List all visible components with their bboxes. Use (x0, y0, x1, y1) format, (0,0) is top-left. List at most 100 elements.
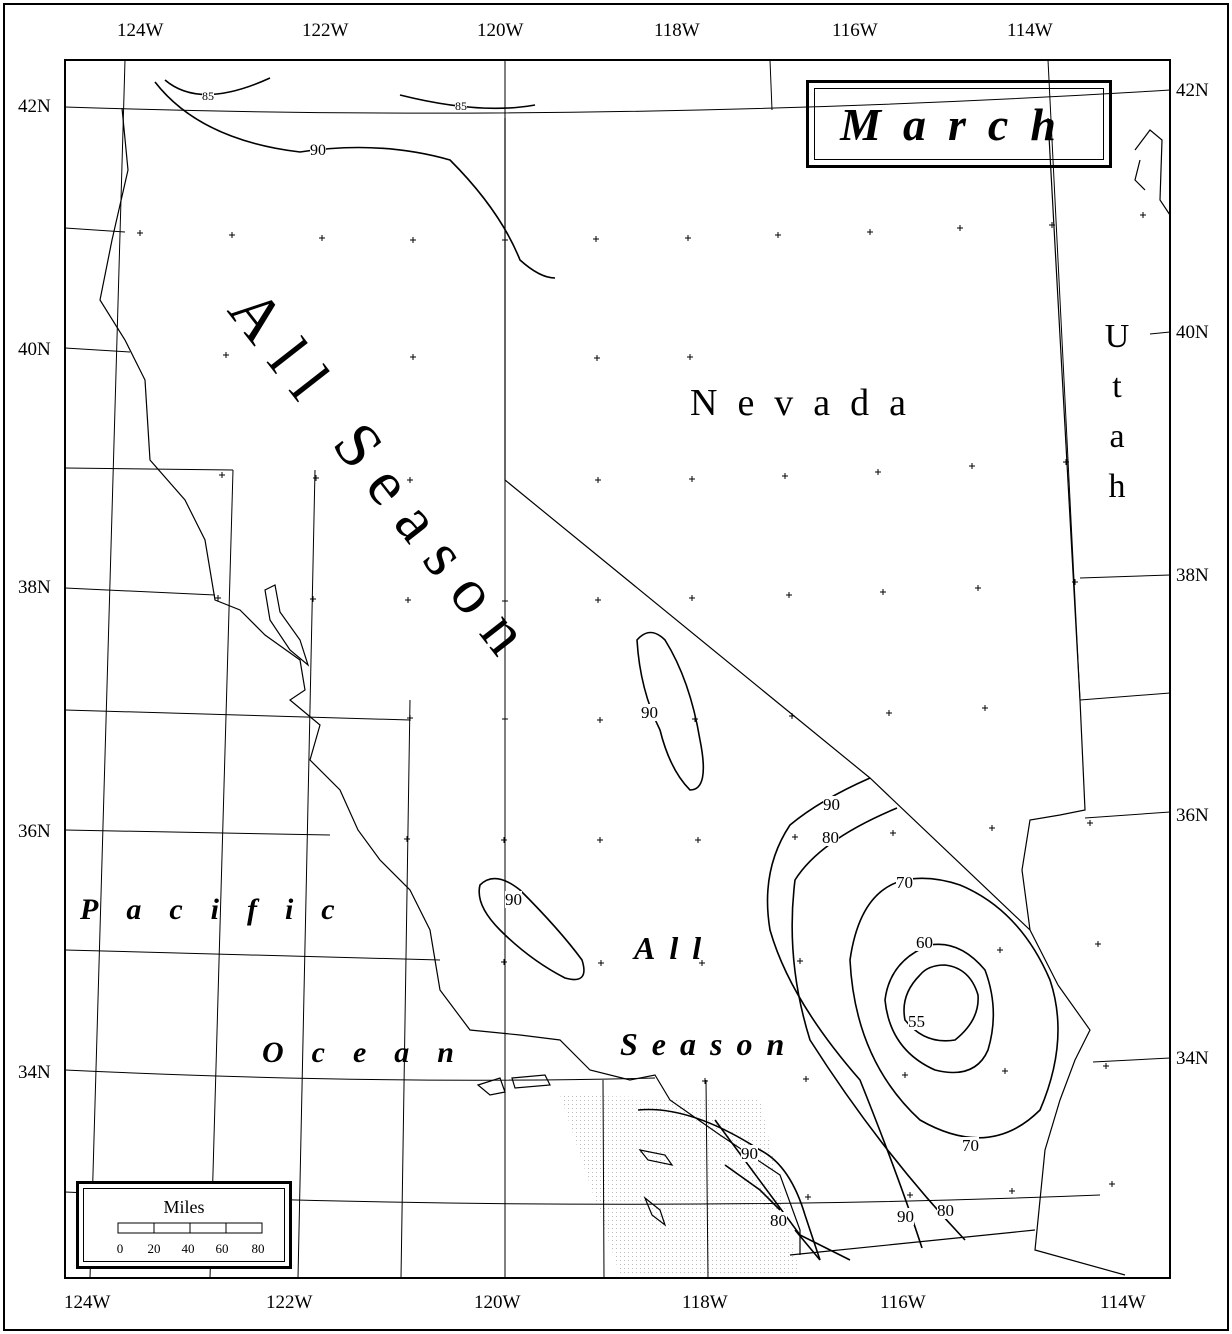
grid-marker (410, 237, 416, 243)
lat-right-36: 36N (1176, 805, 1209, 826)
grid-marker (797, 958, 803, 964)
lon-top-120: 120W (477, 20, 524, 41)
contour-label: 90 (641, 703, 658, 722)
contour-label: 85 (202, 89, 214, 103)
lon-top-118: 118W (654, 20, 700, 41)
grid-marker (702, 1078, 708, 1084)
scale-tick: 0 (116, 1241, 124, 1256)
region-label-utah: U t a h (1097, 312, 1137, 512)
lon-bottom-122: 122W (266, 1292, 313, 1313)
grid-marker (969, 463, 975, 469)
title-box: March (806, 80, 1112, 168)
grid-marker (502, 716, 508, 722)
lat-left-34: 34N (18, 1062, 51, 1083)
contour-label: 80 (937, 1201, 954, 1220)
grid-marker (1103, 1063, 1109, 1069)
grid-marker (1109, 1181, 1115, 1187)
grid-marker (1049, 222, 1055, 228)
region-label-pacific: Pacific (80, 893, 363, 926)
grid-plus-markers (137, 212, 1146, 1200)
utah-letter: U (1104, 318, 1130, 355)
lon-bottom-114: 114W (1100, 1292, 1146, 1313)
contour-label: 90 (823, 795, 840, 814)
grid-marker (982, 705, 988, 711)
lon-bottom-124: 124W (64, 1292, 111, 1313)
grid-marker (695, 837, 701, 843)
scale-title: Miles (163, 1197, 205, 1217)
grid-marker (313, 475, 319, 481)
contour-label: 70 (962, 1136, 979, 1155)
grid-marker (692, 716, 698, 722)
map-title: March (814, 88, 1104, 160)
lon-bottom-120: 120W (474, 1292, 521, 1313)
grid-marker (410, 354, 416, 360)
grid-marker (689, 595, 695, 601)
grid-marker (687, 354, 693, 360)
grid-marker (803, 1076, 809, 1082)
grid-marker (502, 598, 508, 604)
grid-marker (786, 592, 792, 598)
grid-marker (229, 232, 235, 238)
grid-marker (310, 596, 316, 602)
lat-left-42: 42N (18, 96, 51, 117)
contour-label: 80 (770, 1211, 787, 1230)
grid-marker (595, 597, 601, 603)
grid-marker (957, 225, 963, 231)
season-label-south: Season (620, 1026, 799, 1062)
grid-marker (215, 595, 221, 601)
grid-marker (805, 1194, 811, 1200)
grid-marker (405, 597, 411, 603)
contour-label: 70 (896, 873, 913, 892)
ocean-stipple (560, 1095, 800, 1275)
scale-bar (117, 1222, 263, 1234)
grid-marker (404, 836, 410, 842)
region-label-ocean: Ocean (262, 1036, 482, 1069)
contour-label: 90 (310, 142, 326, 159)
contour-label: 60 (916, 933, 933, 952)
contour-label: 55 (908, 1012, 925, 1031)
lat-right-42: 42N (1176, 80, 1209, 101)
grid-marker (597, 837, 603, 843)
grid-marker (1087, 820, 1093, 826)
grid-marker (792, 834, 798, 840)
grid-marker (1095, 941, 1101, 947)
contour-label: 90 (897, 1207, 914, 1226)
scale-tick: 80 (251, 1241, 265, 1256)
grid-marker (407, 477, 413, 483)
grid-marker (407, 715, 413, 721)
grid-marker (502, 237, 508, 243)
map-frame (64, 59, 1171, 1279)
grid-marker (789, 713, 795, 719)
grid-marker (597, 717, 603, 723)
grid-marker (501, 837, 507, 843)
contour-label: 90 (741, 1144, 758, 1163)
grid-marker (989, 825, 995, 831)
lat-right-40: 40N (1176, 322, 1209, 343)
lat-right-34: 34N (1176, 1048, 1209, 1069)
lat-right-38: 38N (1176, 565, 1209, 586)
grid-marker (880, 589, 886, 595)
grid-marker (975, 585, 981, 591)
grid-marker (595, 477, 601, 483)
utah-letter: t (1112, 368, 1122, 405)
outer-frame (3, 3, 1229, 1331)
lon-bottom-118: 118W (682, 1292, 728, 1313)
grid-marker (593, 236, 599, 242)
lon-top-122: 122W (302, 20, 349, 41)
grid-marker (1009, 1188, 1015, 1194)
grid-marker (782, 473, 788, 479)
contour-label: 90 (505, 890, 522, 909)
utah-letter: a (1109, 418, 1125, 455)
grid-marker (598, 960, 604, 966)
grid-marker (775, 232, 781, 238)
lon-top-124: 124W (117, 20, 164, 41)
contour-label: 80 (822, 828, 839, 847)
scale-legend: Miles 0 20 40 60 80 (76, 1181, 292, 1269)
region-label-nevada: Nevada (690, 382, 927, 424)
graticule (64, 59, 1171, 1279)
boundaries (99, 107, 1171, 1276)
lat-left-38: 38N (18, 577, 51, 598)
grid-marker (501, 959, 507, 965)
grid-marker (886, 710, 892, 716)
